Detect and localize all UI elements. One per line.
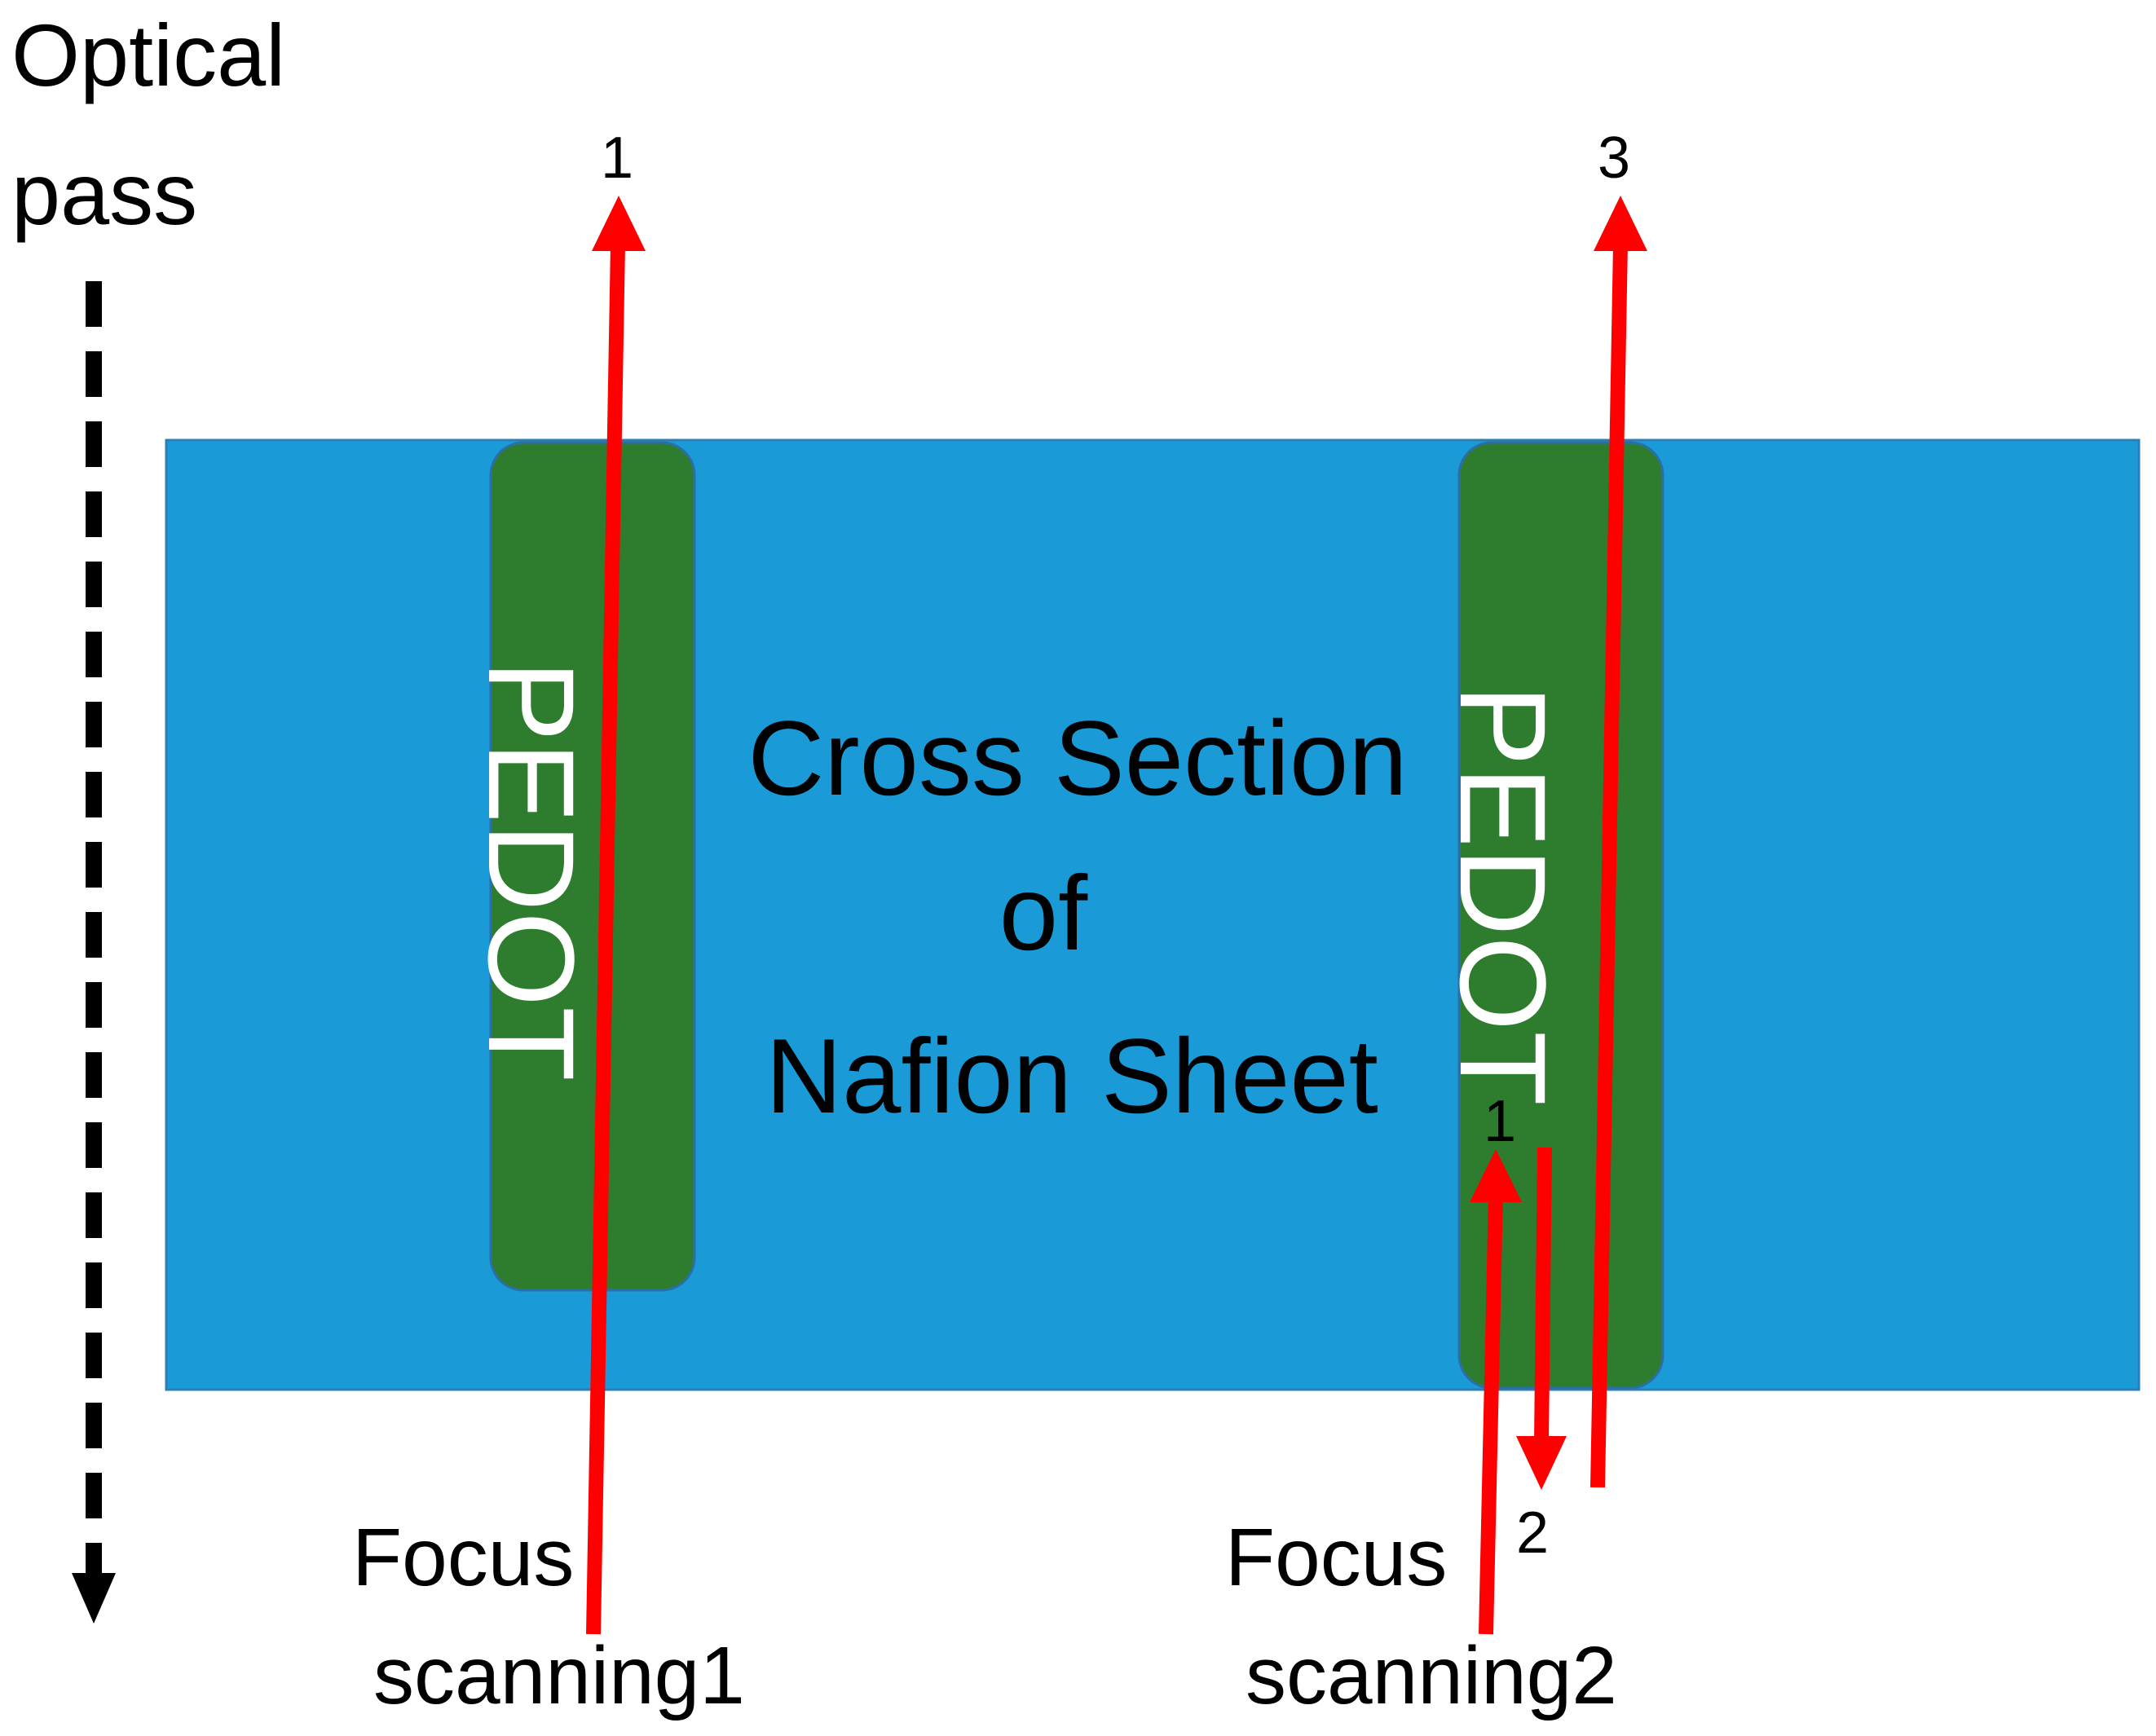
scan2-arrow-3: [1590, 196, 1647, 1488]
scan1-arrow: [586, 196, 646, 1635]
pedot-right-label: PEDOT: [1435, 685, 1572, 1106]
scan1-label-line2: scanning1: [373, 1630, 745, 1721]
scan2-label-line2: scanning2: [1246, 1630, 1617, 1721]
sheet-title-line2: of: [999, 853, 1088, 972]
scan1-label-line1: Focus: [352, 1512, 574, 1603]
scan2-arrow-3-label: 3: [1598, 126, 1630, 191]
scan2-arrow-2-label: 2: [1516, 1500, 1549, 1566]
sheet-title-line3: Nafion Sheet: [765, 1016, 1378, 1135]
scan2-label-line1: Focus: [1225, 1512, 1447, 1603]
axis-label-line1: Optical: [11, 6, 285, 104]
axis-label-line2: pass: [11, 144, 197, 243]
pedot-left-label: PEDOT: [463, 660, 600, 1082]
scan1-arrow-label: 1: [601, 126, 633, 191]
scan2-arrow-1-label: 1: [1484, 1089, 1516, 1154]
nafion-sheet: [165, 438, 2141, 1391]
sheet-title-line1: Cross Section: [747, 698, 1407, 817]
scan2-arrow-1: [1470, 1149, 1522, 1635]
optical-pass-arrow: [72, 281, 116, 1624]
scan2-arrow-2: [1516, 1147, 1567, 1490]
